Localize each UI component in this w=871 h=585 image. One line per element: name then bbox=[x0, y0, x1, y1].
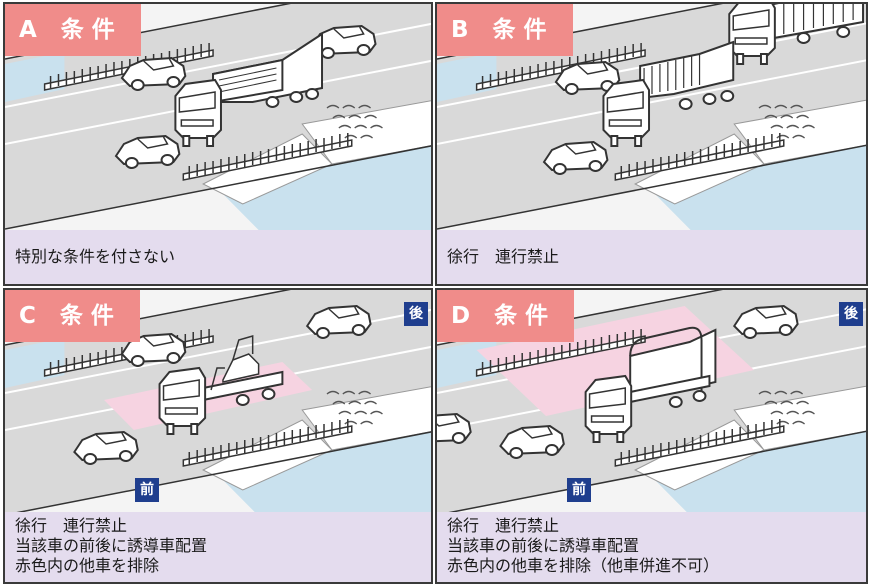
caption-line: 当該車の前後に誘導車配置 bbox=[15, 536, 208, 555]
caption-line: 赤色内の他車を排除 bbox=[15, 556, 160, 575]
front-escort-badge: 前 bbox=[567, 478, 591, 502]
condition-tag: D 条件 bbox=[437, 290, 575, 342]
caption-line: 徐行 連行禁止 bbox=[447, 247, 560, 266]
condition-caption: 徐行 連行禁止 bbox=[437, 230, 866, 284]
condition-tag: C 条件 bbox=[5, 290, 140, 342]
condition-tag: B 条件 bbox=[437, 4, 573, 56]
bridge-illustration bbox=[437, 290, 866, 512]
caption-line: 特別な条件を付さない bbox=[15, 247, 176, 266]
condition-tag: A 条件 bbox=[5, 4, 141, 56]
bridge-illustration bbox=[437, 4, 866, 230]
caption-line: 赤色内の他車を排除（他車併進不可） bbox=[447, 556, 720, 575]
bridge-illustration bbox=[5, 290, 431, 512]
condition-caption: 徐行 連行禁止 当該車の前後に誘導車配置 赤色内の他車を排除（他車併進不可） bbox=[437, 512, 866, 582]
panel-d: D 条件 後 前 徐行 連行禁止 当該車の前後に誘導車配置 赤色内の他車を排除（… bbox=[435, 288, 868, 584]
bridge-illustration bbox=[5, 4, 431, 230]
caption-line: 当該車の前後に誘導車配置 bbox=[447, 536, 640, 555]
front-escort-badge: 前 bbox=[135, 478, 159, 502]
rear-escort-badge: 後 bbox=[404, 302, 428, 326]
caption-line: 徐行 連行禁止 bbox=[447, 516, 560, 535]
caption-line: 徐行 連行禁止 bbox=[15, 516, 128, 535]
panel-b: B 条件 徐行 連行禁止 bbox=[435, 2, 868, 286]
panel-c: C 条件 後 前 徐行 連行禁止 当該車の前後に誘導車配置 赤色内の他車を排除 bbox=[3, 288, 433, 584]
rear-escort-badge: 後 bbox=[839, 302, 863, 326]
condition-caption: 徐行 連行禁止 当該車の前後に誘導車配置 赤色内の他車を排除 bbox=[5, 512, 431, 582]
panel-a: A 条件 特別な条件を付さない bbox=[3, 2, 433, 286]
condition-caption: 特別な条件を付さない bbox=[5, 230, 431, 284]
